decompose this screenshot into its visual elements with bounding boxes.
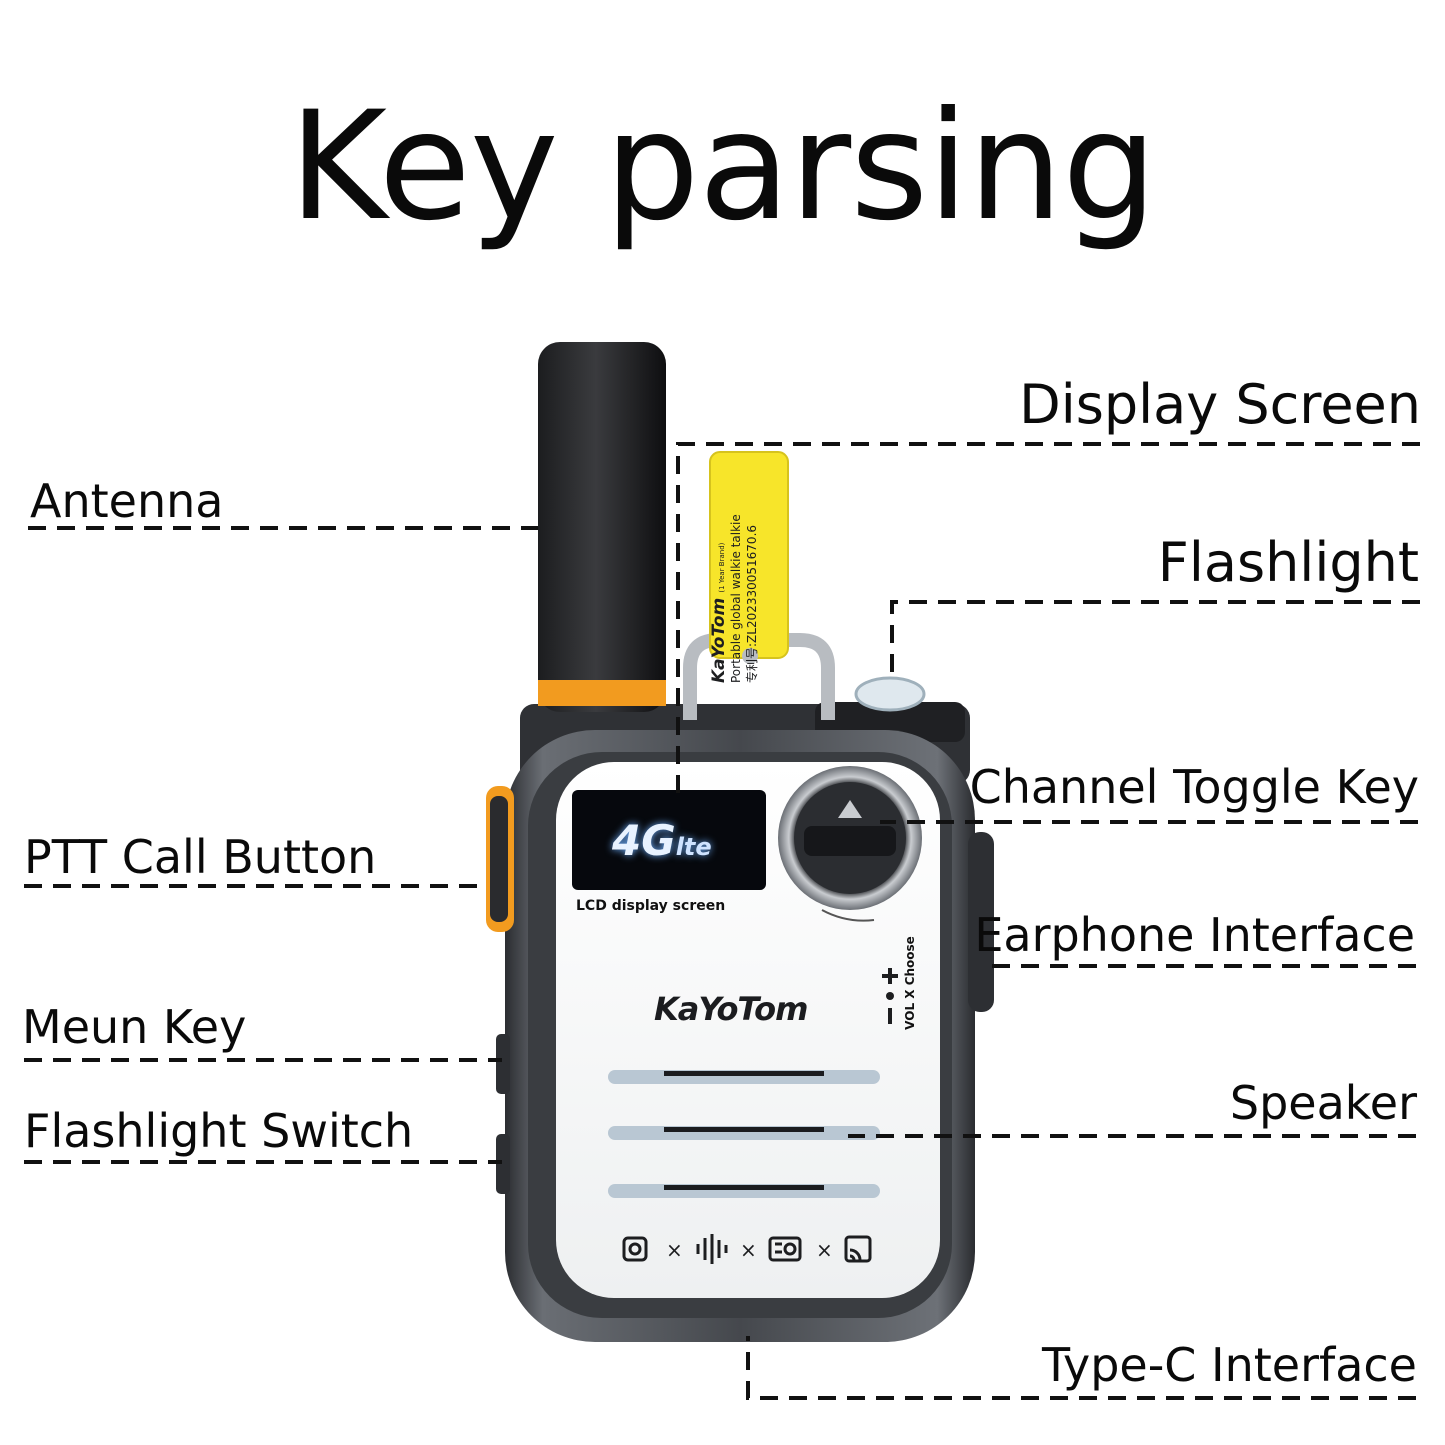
display-screen — [572, 790, 766, 890]
menu-key-side — [496, 1034, 510, 1094]
label-speaker: Speaker — [1229, 1076, 1417, 1130]
tag-sub: (1 Year Brand) — [718, 542, 726, 593]
label-channel-toggle: Channel Toggle Key — [969, 760, 1419, 814]
cast-icon — [844, 1235, 872, 1263]
brand-logo: KaYoTom — [654, 990, 808, 1028]
screen-lte: lte — [675, 833, 712, 861]
flashlight-leader — [890, 600, 1420, 680]
label-flashlight-switch: Flashlight Switch — [24, 1104, 414, 1158]
page-title: Key parsing — [288, 80, 1158, 254]
label-menu-key: Meun Key — [22, 1000, 247, 1054]
ptt-button-grip — [490, 796, 508, 922]
leader-lines — [24, 442, 1420, 1400]
label-typec: Type-C Interface — [1042, 1338, 1417, 1392]
flashlight-lens — [854, 676, 926, 712]
antenna-ring — [538, 680, 666, 706]
display-leader — [676, 442, 1420, 796]
tag-text: KaYoTom (1 Year Brand) Portable global w… — [709, 477, 789, 683]
label-antenna: Antenna — [30, 474, 224, 528]
label-earphone: Earphone Interface — [974, 908, 1415, 962]
chip-icon — [622, 1236, 648, 1262]
radio-icon — [768, 1236, 802, 1262]
label-ptt: PTT Call Button — [24, 830, 377, 884]
typec-leader — [746, 1336, 1416, 1400]
label-flashlight: Flashlight — [1157, 531, 1419, 594]
side-marking-text: VOL X Choose — [903, 936, 917, 1030]
svg-text:×: × — [666, 1238, 683, 1262]
label-display-screen: Display Screen — [1019, 373, 1421, 436]
screen-text: 4Glte — [612, 812, 742, 872]
tag-line1: Portable global walkie talkie — [729, 514, 743, 683]
screen-caption: LCD display screen — [576, 898, 726, 914]
svg-text:×: × — [740, 1238, 757, 1262]
svg-text:×: × — [816, 1238, 833, 1262]
screen-4g: 4G — [612, 816, 676, 865]
voice-wave-icon — [696, 1234, 728, 1264]
flashlight-switch-side — [496, 1134, 510, 1194]
tag-brand: KaYoTom — [709, 597, 729, 683]
antenna — [538, 342, 666, 712]
tag-line2: 专利号:ZL202330051670.6 — [745, 524, 759, 683]
earphone-cover — [968, 832, 994, 1012]
volume-markings — [882, 968, 898, 1024]
